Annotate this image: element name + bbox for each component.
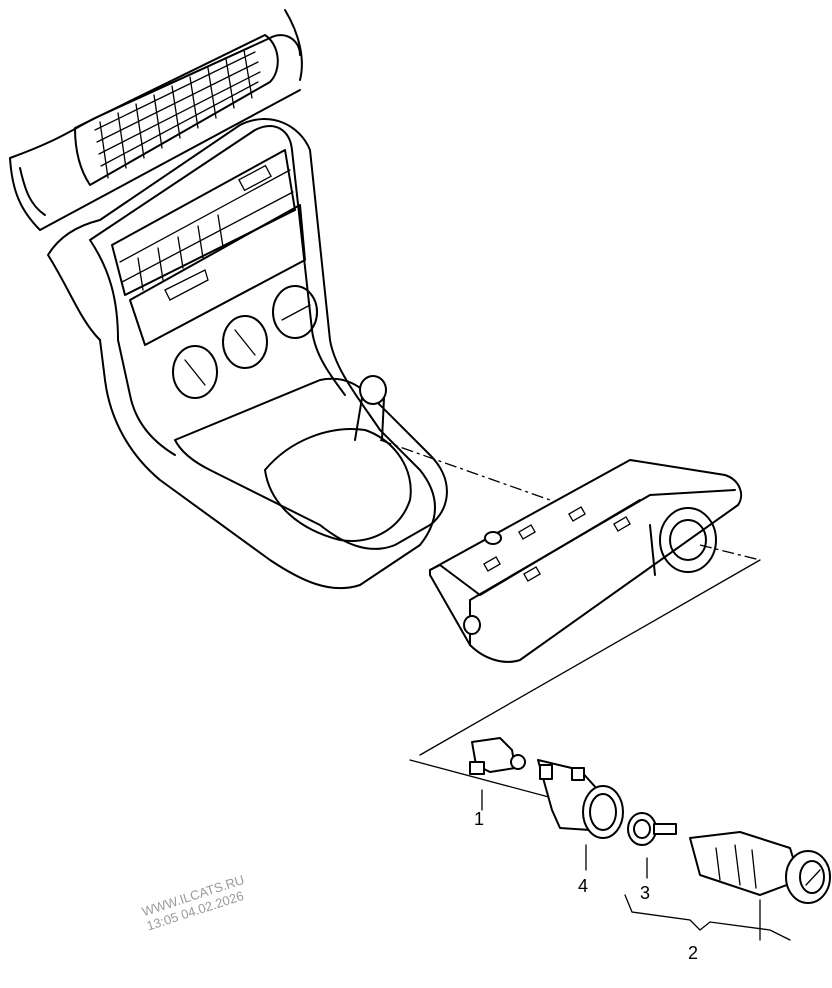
part-3-heating-element <box>627 812 677 879</box>
part-1-bulb-holder <box>469 737 526 811</box>
callout-4: 4 <box>578 876 589 896</box>
center-console <box>47 118 448 590</box>
air-vent-grille <box>74 34 279 186</box>
callout-2: 2 <box>688 943 699 963</box>
lighter-housing <box>429 459 743 663</box>
callout-3: 3 <box>640 883 651 903</box>
part-4-lighter-socket <box>537 759 624 871</box>
assembly-lines <box>379 439 761 801</box>
part-2-lighter-plug <box>624 831 831 941</box>
callout-1: 1 <box>474 809 485 829</box>
